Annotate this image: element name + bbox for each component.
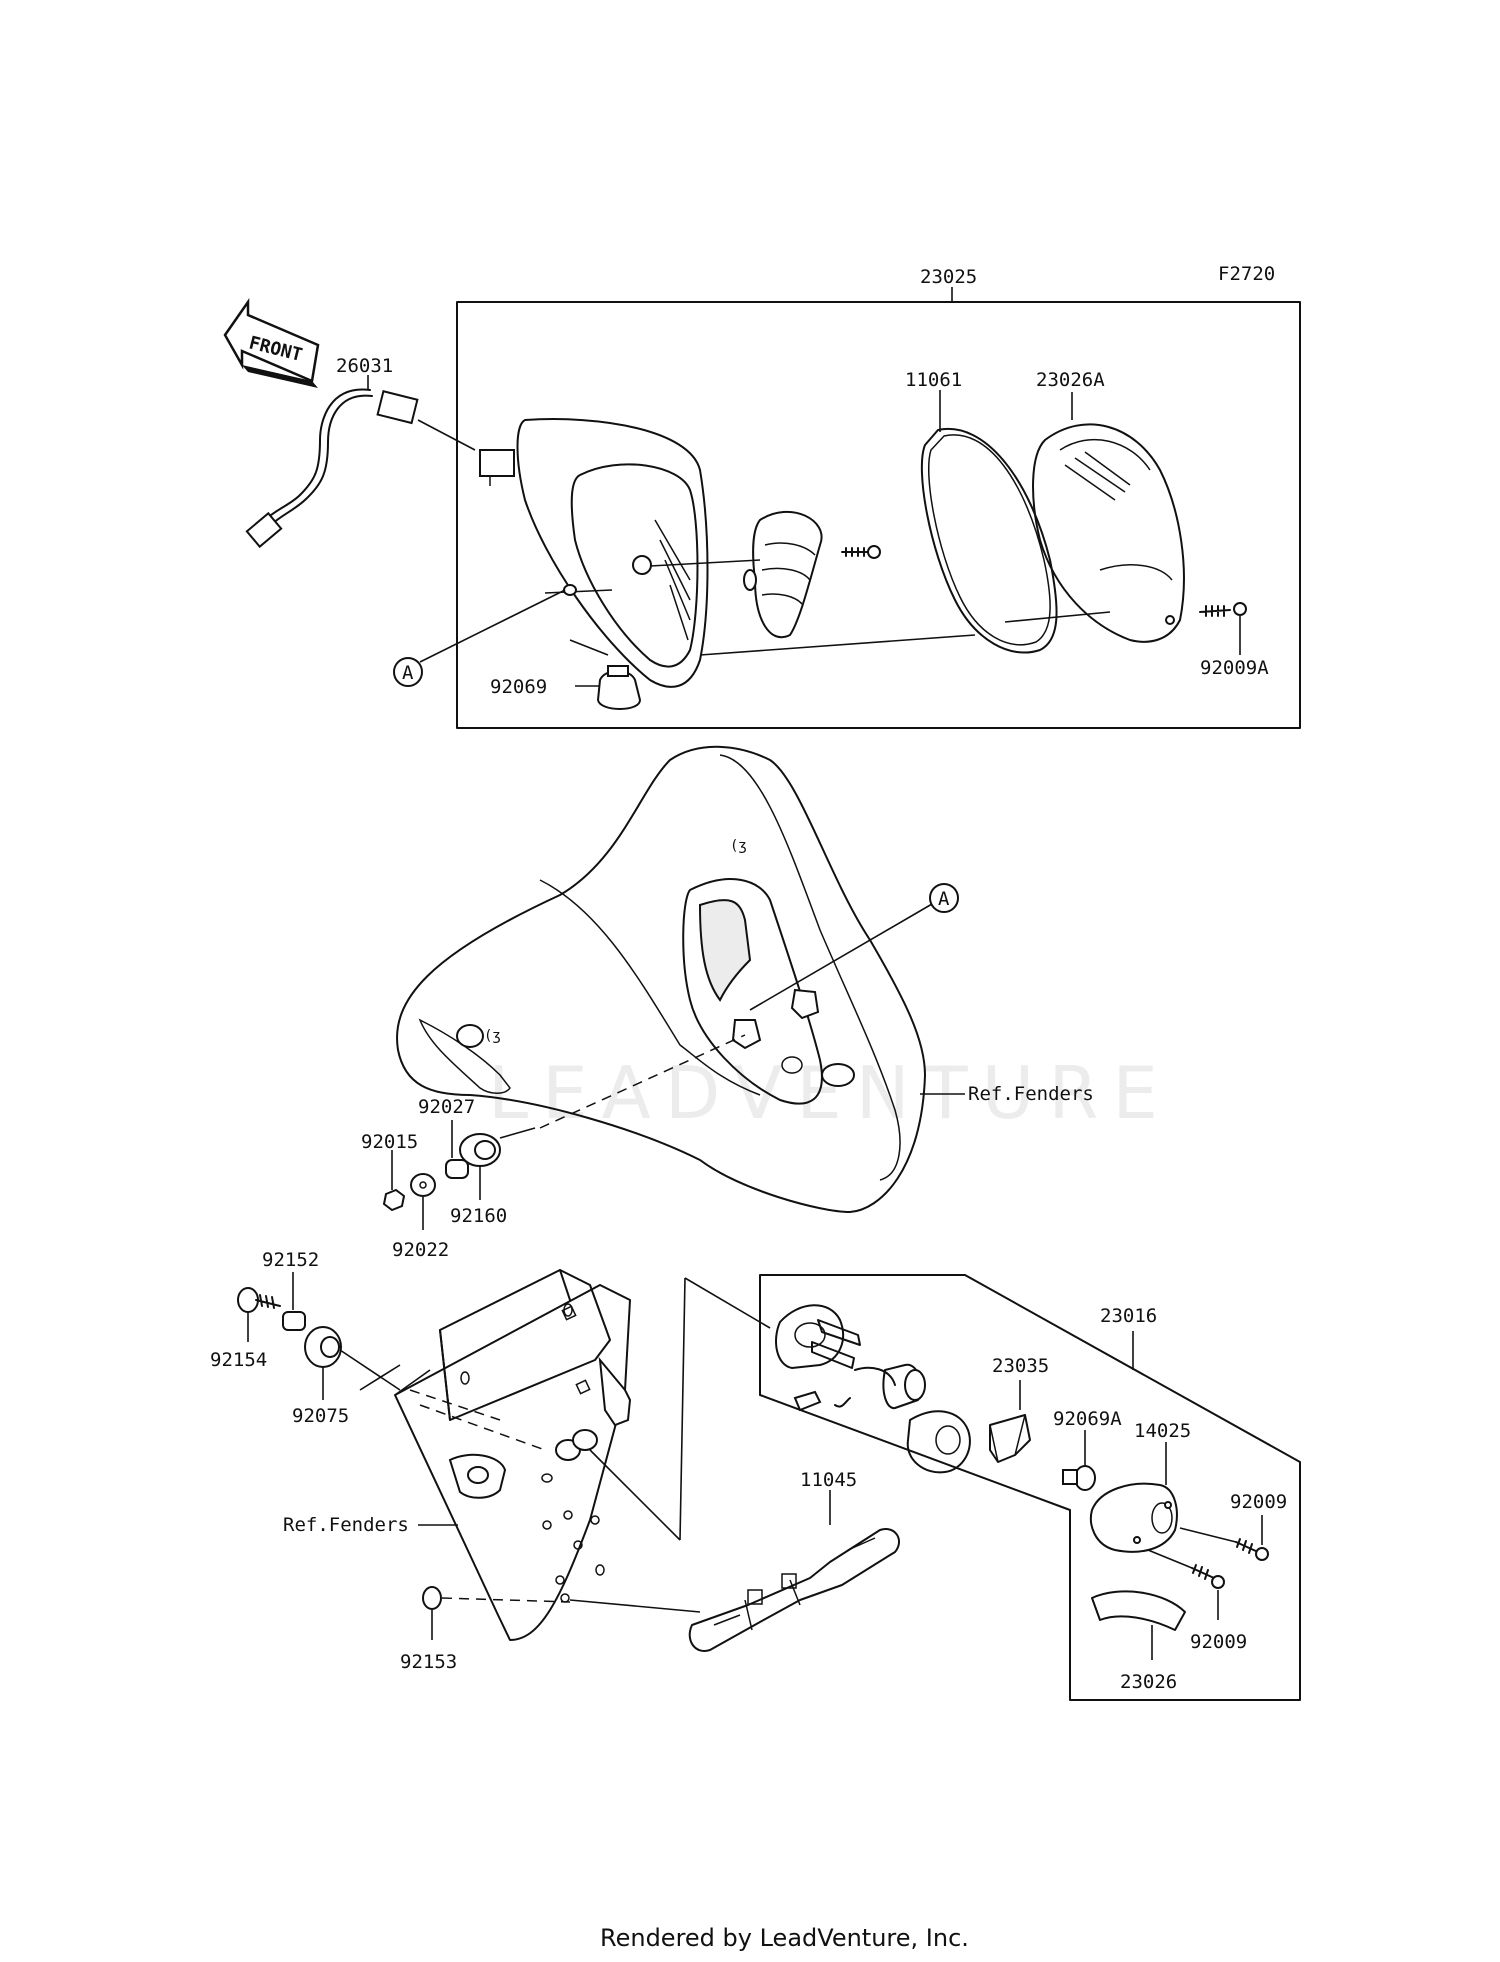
clip-23035 — [989, 1380, 1031, 1463]
part-label-92009-lower: 92009 — [1190, 1631, 1247, 1653]
part-label-92153: 92153 — [400, 1651, 457, 1673]
part-label-23026A: 23026A — [1036, 369, 1105, 391]
collar-92152 — [282, 1272, 306, 1331]
part-label-23026: 23026 — [1120, 1671, 1177, 1693]
part-label-11045: 11045 — [800, 1469, 857, 1491]
svg-text:(ʒ: (ʒ — [484, 1028, 501, 1044]
callout-a-lower: A — [749, 883, 959, 1011]
lamp-socket — [882, 1363, 971, 1474]
screw-92009-lower — [1147, 1549, 1225, 1620]
plate-stay-11045 — [569, 1490, 900, 1652]
screw-92009A — [1199, 602, 1247, 655]
license-lamp-box — [679, 1274, 1301, 1701]
figure-code: F2720 — [1218, 263, 1275, 285]
part-label-92160: 92160 — [450, 1205, 507, 1227]
screw-92009-upper — [1179, 1515, 1269, 1561]
part-label-11061: 11061 — [905, 369, 962, 391]
front-arrow-icon: FRONT — [223, 298, 320, 388]
lens-23026 — [1091, 1590, 1186, 1660]
part-label-92022: 92022 — [392, 1239, 449, 1261]
part-label-26031: 26031 — [336, 355, 393, 377]
part-label-23016: 23016 — [1100, 1305, 1157, 1327]
part-label-92069: 92069 — [490, 676, 547, 698]
part-label-92075: 92075 — [292, 1405, 349, 1427]
grommet-92160 — [459, 1133, 501, 1200]
part-label-92009-upper: 92009 — [1230, 1491, 1287, 1513]
screw-reflector — [841, 545, 881, 559]
part-label-92027: 92027 — [418, 1096, 475, 1118]
part-label-92152: 92152 — [262, 1249, 319, 1271]
ref-fenders-upper: Ref.Fenders — [968, 1083, 1094, 1105]
lamp-base — [775, 1304, 896, 1412]
license-plate-bracket — [359, 1269, 681, 1641]
lens-23026A — [1032, 423, 1185, 643]
bulb-92069A-icon — [1062, 1430, 1096, 1491]
callout-a-upper: A — [393, 589, 566, 687]
wire-harness-26031 — [245, 375, 515, 549]
bolt-92154 — [237, 1287, 281, 1342]
svg-text:A: A — [402, 662, 414, 684]
grommet-92075 — [304, 1326, 401, 1400]
rear-fender: (ʒ (ʒ — [396, 745, 926, 1213]
footer-text: Rendered by LeadVenture, Inc. — [600, 1924, 969, 1952]
part-label-92154: 92154 — [210, 1349, 267, 1371]
collar-92027 — [445, 1120, 469, 1179]
bulb-92069-icon — [569, 639, 642, 710]
ref-fenders-lower: Ref.Fenders — [283, 1514, 409, 1536]
tail-lamp-assembly-box — [456, 287, 1301, 729]
bulb-reflector — [743, 510, 823, 638]
part-label-23035: 23035 — [992, 1355, 1049, 1377]
part-label-92015: 92015 — [361, 1131, 418, 1153]
part-label-14025: 14025 — [1134, 1420, 1191, 1442]
washer-92022 — [410, 1173, 436, 1230]
svg-text:A: A — [938, 888, 950, 910]
tail-lamp-housing — [516, 418, 761, 688]
part-label-92009A: 92009A — [1200, 657, 1269, 679]
nut-92015 — [382, 1150, 406, 1212]
part-label-92069A: 92069A — [1053, 1408, 1122, 1430]
part-label-23025: 23025 — [920, 266, 977, 288]
svg-text:(ʒ: (ʒ — [730, 838, 747, 854]
mount-dashed-line — [539, 1034, 746, 1129]
lens-cover-14025 — [1090, 1442, 1178, 1553]
screw-92153 — [422, 1586, 571, 1640]
gasket-11061 — [920, 427, 1058, 654]
